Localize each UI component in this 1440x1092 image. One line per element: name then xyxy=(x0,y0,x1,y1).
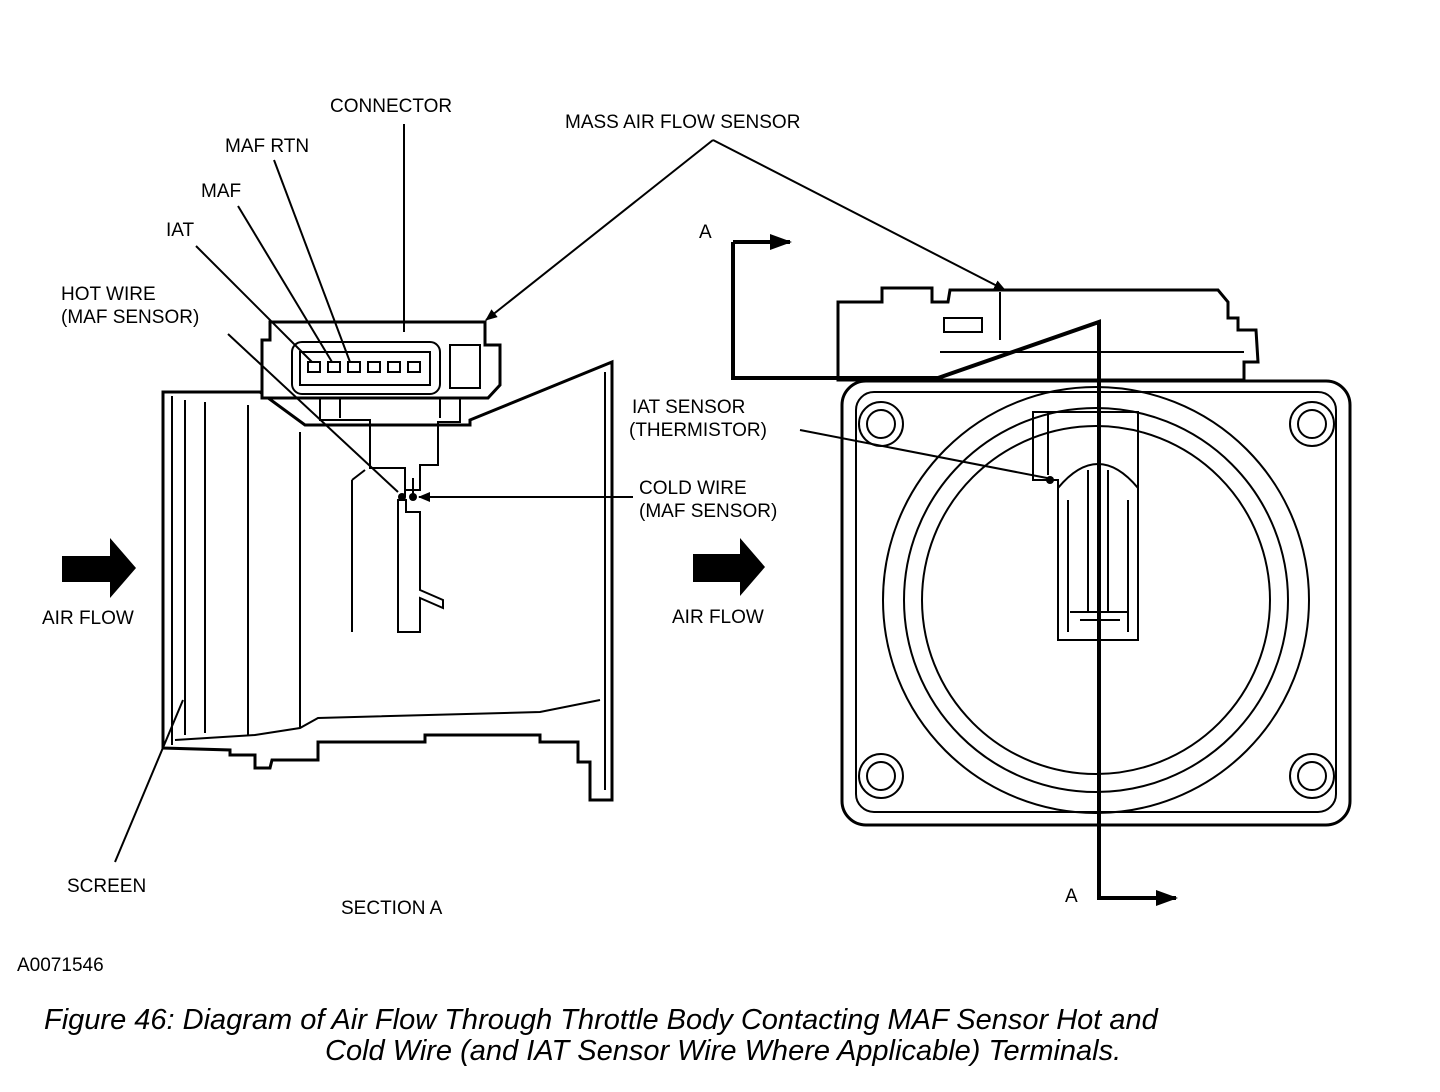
label-section-marker-top: A xyxy=(699,222,712,243)
throttle-body-housing xyxy=(161,359,614,802)
label-iat-sensor-sub: (THERMISTOR) xyxy=(629,420,767,441)
section-cut-line xyxy=(731,234,1178,906)
bolt-holes xyxy=(858,401,1335,799)
sensor-bore xyxy=(882,386,1310,814)
label-screen: SCREEN xyxy=(67,876,146,897)
maf-sensor-front-view xyxy=(836,286,1352,827)
label-section-a: SECTION A xyxy=(341,898,443,919)
connector-housing xyxy=(260,320,502,400)
label-mass-air-flow-sensor: MASS AIR FLOW SENSOR xyxy=(565,112,800,133)
label-cold-wire-sub: (MAF SENSOR) xyxy=(639,501,777,522)
label-section-marker-bottom: A xyxy=(1065,886,1078,907)
label-iat: IAT xyxy=(166,220,195,241)
label-air-flow-left: AIR FLOW xyxy=(42,608,134,629)
air-flow-arrow-right xyxy=(693,538,765,596)
label-iat-sensor: IAT SENSOR xyxy=(632,397,745,418)
sensor-flange xyxy=(840,379,1352,827)
sensor-header xyxy=(836,286,1260,382)
label-connector: CONNECTOR xyxy=(330,96,452,117)
label-hot-wire: HOT WIRE xyxy=(61,284,156,305)
label-hot-wire-sub: (MAF SENSOR) xyxy=(61,307,199,328)
label-maf: MAF xyxy=(201,181,241,202)
caption-line-1: Figure 46: Diagram of Air Flow Through T… xyxy=(44,1004,1159,1036)
leader-lines xyxy=(114,124,1048,863)
label-air-flow-right: AIR FLOW xyxy=(672,607,764,628)
connector-socket xyxy=(291,341,441,395)
figure-id: A0071546 xyxy=(17,955,104,976)
connector-pins xyxy=(307,361,421,373)
section-a-cutaway xyxy=(161,320,614,802)
caption-line-2: Cold Wire (and IAT Sensor Wire Where App… xyxy=(325,1035,1121,1067)
label-cold-wire: COLD WIRE xyxy=(639,478,747,499)
label-maf-rtn: MAF RTN xyxy=(225,136,309,157)
air-flow-arrow-left xyxy=(62,538,136,598)
